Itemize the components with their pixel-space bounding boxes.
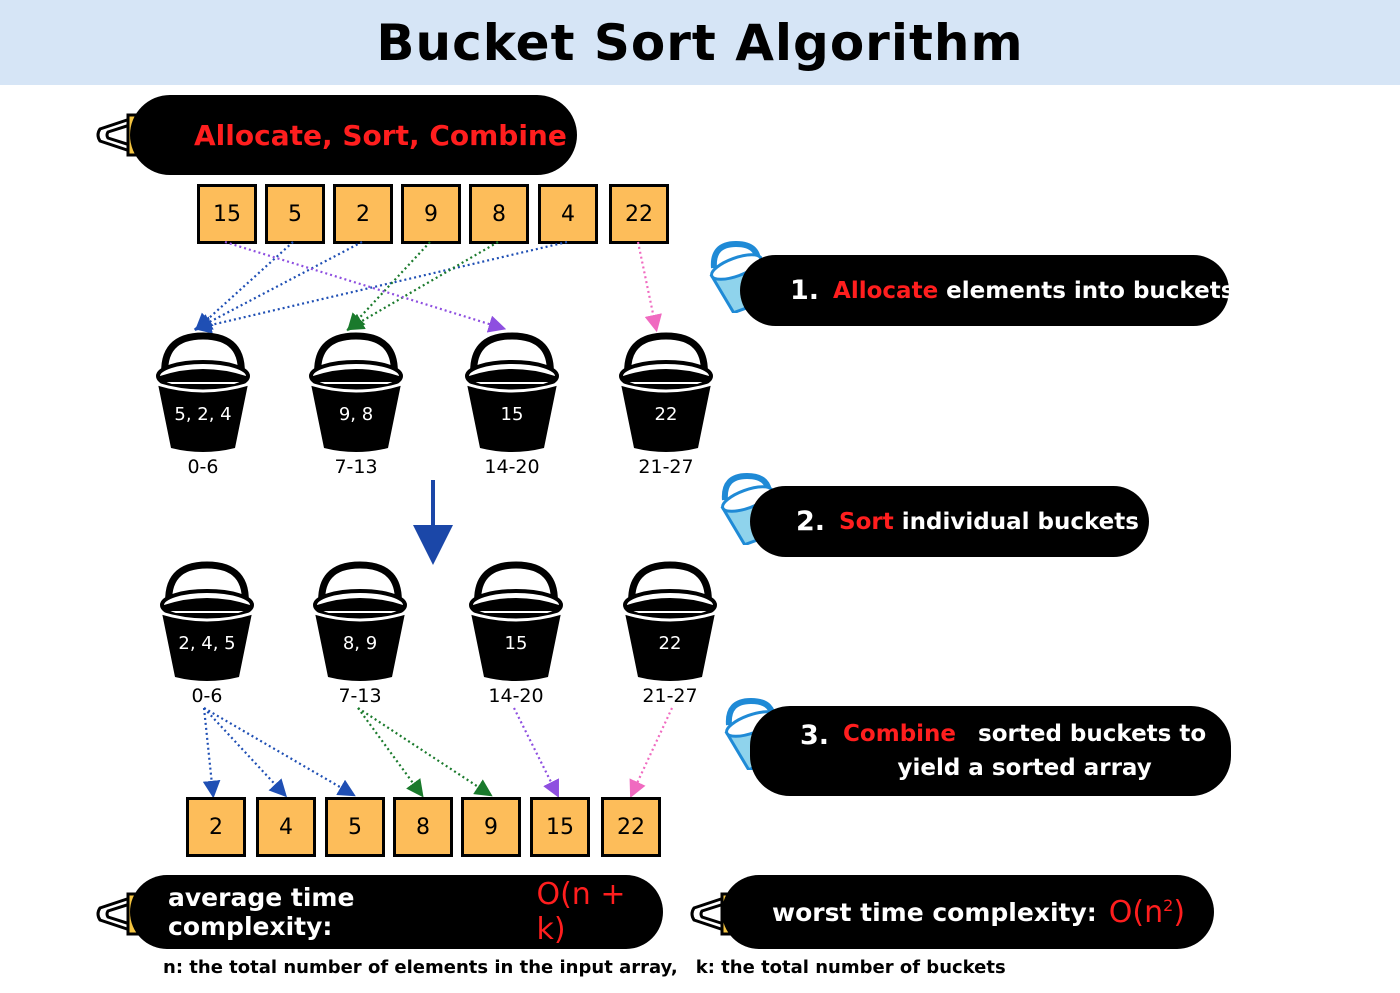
arrow-22-to-bucket-3 <box>636 241 662 333</box>
footnote: n: the total number of elements in the i… <box>163 957 1006 978</box>
header-pill: Allocate, Sort, Combine <box>130 95 577 175</box>
bucket-content: 5, 2, 4 <box>174 404 232 425</box>
header-pill-label: Allocate, Sort, Combine <box>194 118 567 152</box>
average-complexity-pill: average time complexity: O(n + k) <box>130 875 663 949</box>
step-2-pill: 2. Sort individual buckets <box>750 486 1149 557</box>
arrow-bucket-0-to-4 <box>203 707 287 798</box>
output-array-box: 4 <box>256 797 316 857</box>
unsorted-bucket: 5, 2, 4 <box>153 332 253 454</box>
arrow-bucket-1-to-9 <box>357 707 493 797</box>
step-1-pill: 1. Allocate elements into buckets <box>740 255 1234 326</box>
footnote-n: n: the total number of elements in the i… <box>163 957 678 978</box>
input-array-box: 9 <box>401 184 461 244</box>
step-3-pill: 3. Combine sorted buckets to yield a sor… <box>750 706 1231 796</box>
bucket-range-label: 21-27 <box>638 456 694 478</box>
input-array-box: 2 <box>333 184 393 244</box>
output-array-box: 8 <box>393 797 453 857</box>
sorted-bucket: 22 <box>620 561 720 683</box>
bucket-range-label: 0-6 <box>191 685 223 707</box>
worst-complexity-value: O(n2) <box>1109 895 1185 930</box>
output-array-box: 9 <box>461 797 521 857</box>
arrow-5-to-bucket-0 <box>194 241 294 331</box>
average-complexity-label: average time complexity: <box>168 883 355 941</box>
bucket-range-label: 0-6 <box>187 456 219 478</box>
arrow-bucket-2-to-15 <box>513 707 559 798</box>
sorted-bucket: 15 <box>466 561 566 683</box>
bucket-icon <box>313 561 407 681</box>
step-2-keyword: Sort <box>839 508 894 535</box>
bucket-icon <box>160 561 254 681</box>
output-array-box: 15 <box>530 797 590 857</box>
bucket-icon <box>309 332 403 452</box>
input-array-box: 8 <box>469 184 529 244</box>
unsorted-bucket: 22 <box>616 332 716 454</box>
output-array-box: 5 <box>325 797 385 857</box>
arrow-bucket-1-to-8 <box>357 707 424 798</box>
bucket-content: 22 <box>654 404 678 425</box>
average-complexity-value: O(n + k) <box>536 877 626 947</box>
bucket-icon <box>619 332 713 452</box>
page-title: Bucket Sort Algorithm <box>376 13 1024 72</box>
arrow-8-to-bucket-1 <box>346 241 499 331</box>
bucket-icon <box>623 561 717 681</box>
input-array-box: 15 <box>197 184 257 244</box>
bucket-range-label: 14-20 <box>488 685 544 707</box>
arrow-15-to-bucket-2 <box>224 240 507 333</box>
step-3-text-line2: yield a sorted array <box>897 755 1152 781</box>
step-3-keyword: Combine <box>843 721 957 747</box>
footnote-k: k: the total number of buckets <box>695 957 1006 978</box>
step-1-number: 1. <box>790 275 820 306</box>
step-2-text: individual buckets <box>901 508 1139 535</box>
arrow-2-to-bucket-0 <box>194 241 363 331</box>
sorted-bucket: 2, 4, 5 <box>157 561 257 683</box>
step-1-keyword: Allocate <box>833 277 939 304</box>
bucket-content: 15 <box>500 404 524 425</box>
worst-complexity-pill: worst time complexity: O(n2) <box>722 875 1214 949</box>
bucket-content: 8, 9 <box>342 633 378 654</box>
bucket-range-label: 7-13 <box>334 456 378 478</box>
arrow-4-to-bucket-0 <box>193 240 568 334</box>
arrow-bucket-3-to-22 <box>629 707 673 798</box>
step-2-number: 2. <box>796 506 826 537</box>
bucket-range-label: 14-20 <box>484 456 540 478</box>
bucket-content: 9, 8 <box>338 404 374 425</box>
bucket-content: 15 <box>504 633 528 654</box>
bucket-icon <box>469 561 563 681</box>
output-array-box: 22 <box>601 797 661 857</box>
unsorted-bucket: 15 <box>462 332 562 454</box>
step-3-text-line1: sorted buckets to <box>978 721 1207 747</box>
worst-complexity-label: worst time complexity: <box>772 897 1097 927</box>
worst-complexity-exponent: 2 <box>1163 895 1174 915</box>
step-3-number: 3. <box>800 720 830 751</box>
output-array-box: 2 <box>186 797 246 857</box>
worst-complexity-base: O(n <box>1108 894 1164 930</box>
sorted-bucket: 8, 9 <box>310 561 410 683</box>
arrow-bucket-0-to-2 <box>202 707 221 799</box>
arrow-9-to-bucket-1 <box>347 241 431 332</box>
bucket-range-label: 21-27 <box>642 685 698 707</box>
bucket-content: 22 <box>658 633 682 654</box>
input-array-box: 5 <box>265 184 325 244</box>
bucket-icon <box>156 332 250 452</box>
arrow-bucket-0-to-5 <box>203 707 356 797</box>
bucket-content: 2, 4, 5 <box>178 633 236 654</box>
title-bar: Bucket Sort Algorithm <box>0 0 1400 85</box>
unsorted-bucket: 9, 8 <box>306 332 406 454</box>
bucket-range-label: 7-13 <box>338 685 382 707</box>
worst-complexity-close: ) <box>1173 894 1186 930</box>
bucket-icon <box>465 332 559 452</box>
step-1-text: elements into buckets <box>946 277 1235 304</box>
input-array-box: 4 <box>538 184 598 244</box>
